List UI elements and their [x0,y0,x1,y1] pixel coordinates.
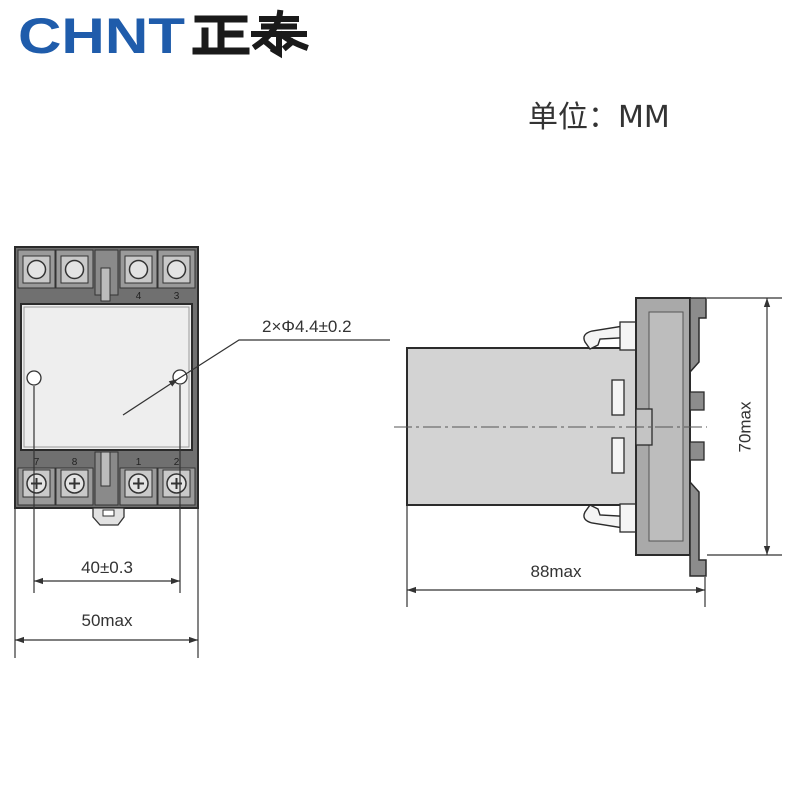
din-rail-clip-notch [102,509,115,517]
face-panel [20,303,193,451]
hole-callout-text: 2×Φ4.4±0.2 [262,317,352,336]
hole-spacing-dim-text: 40±0.3 [81,558,133,577]
brand-logo: CHNT [18,8,309,64]
socket-rear-flange-bottom [689,480,707,577]
socket-rear-flange-top [689,297,707,374]
hole-callout-leader [122,378,179,416]
front-view: 4 3 7 8 1 2 [14,246,390,658]
face-panel-inner-edge [23,306,190,448]
side-view: 70max 88max [394,297,782,607]
retaining-clip-top [583,321,637,351]
relay-slot-upper [611,379,625,416]
depth-dim-text: 88max [530,562,582,581]
terminal-label-3: 3 [174,291,180,302]
terminal-label-2: 2 [174,457,180,468]
bottom-latch [100,451,111,487]
brand-logo-cjk-mark [192,9,309,59]
top-latch [100,267,111,302]
screw-cross [133,478,144,489]
mounting-hole-left [26,370,42,386]
brand-logo-latin: CHNT [18,8,185,64]
retaining-clip-bottom [583,503,637,533]
bottom-terminal-row: 7 8 1 2 [17,451,196,506]
socket-pin-lower [689,441,705,461]
width-dim-text: 50max [81,611,133,630]
top-terminal-row: 4 3 [17,249,196,302]
terminal-label-8: 8 [72,457,78,468]
relay-slot-lower [611,437,625,474]
terminal-label-4: 4 [136,291,142,302]
logo-glyph-tai [251,9,309,59]
clip-holder [619,503,637,533]
terminal-screw [128,259,149,280]
screw-cross [69,478,80,489]
terminal-screw [64,259,85,280]
screw-cross [31,478,42,489]
terminal-label-7: 7 [34,457,40,468]
mounting-hole-right [172,369,188,385]
terminal-screw [166,259,187,280]
hole-callout-leader-tail [177,339,390,380]
clip-holder [619,321,637,351]
height-dim-text: 70max [735,401,754,453]
terminal-screw [26,259,47,280]
socket-pin-upper [689,391,705,411]
unit-label: 单位：MM [528,100,670,135]
logo-glyph-zheng [192,15,250,55]
terminal-label-1: 1 [136,457,142,468]
